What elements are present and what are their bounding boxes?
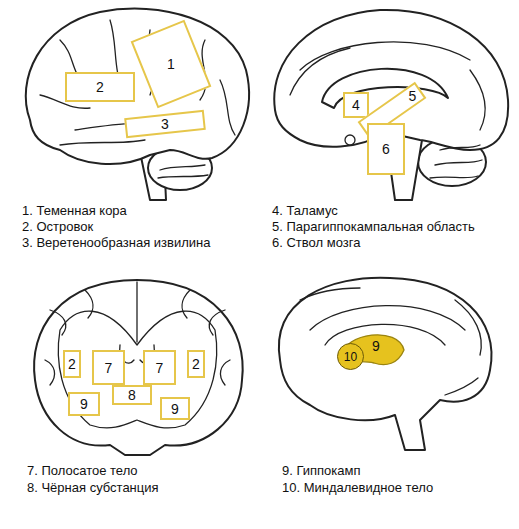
legend-caption: 6. Ствол мозга [272, 235, 360, 251]
legend-caption: 1. Теменная кора [22, 203, 127, 219]
callout-number: 7 [156, 361, 164, 375]
callout-number: 3 [161, 117, 169, 131]
amygdala-marker: 10 [337, 343, 364, 370]
legend-caption: 4. Таламус [272, 203, 338, 219]
callout-number: 8 [128, 388, 136, 402]
region-box: 2 [63, 350, 81, 378]
callout-number: 7 [105, 361, 113, 375]
region-box: 6 [367, 123, 405, 175]
region-box: 2 [187, 350, 205, 378]
region-box: 7 [92, 350, 125, 385]
region-box: 9 [160, 397, 190, 420]
callout-number: 4 [352, 98, 360, 112]
region-box: 4 [343, 92, 369, 118]
legend-caption: 9. Гиппокамп [282, 463, 361, 479]
hippocampus-marker: 9 [367, 336, 385, 356]
callout-number: 9 [372, 339, 380, 353]
region-box: 7 [143, 350, 176, 385]
callout-number: 1 [167, 57, 175, 71]
legend-caption: 10. Миндалевидное тело [282, 480, 433, 496]
legend-caption: 7. Полосатое тело [27, 463, 138, 479]
callout-number: 9 [80, 397, 88, 411]
legend-caption: 8. Чёрная субстанция [27, 480, 159, 496]
region-box: 9 [68, 392, 100, 416]
callout-number: 2 [96, 80, 104, 94]
callout-number: 2 [192, 357, 200, 371]
callout-number: 5 [409, 89, 417, 103]
legend-caption: 5. Парагиппокампальная область [272, 219, 475, 235]
region-box: 8 [112, 385, 152, 405]
callout-number: 9 [171, 402, 179, 416]
region-box: 2 [65, 72, 135, 102]
legend-caption: 3. Веретенообразная извилина [22, 235, 211, 251]
callout-number: 6 [382, 142, 390, 156]
callout-number: 2 [68, 357, 76, 371]
callout-number: 10 [344, 351, 357, 363]
legend-caption: 2. Островок [22, 219, 93, 235]
